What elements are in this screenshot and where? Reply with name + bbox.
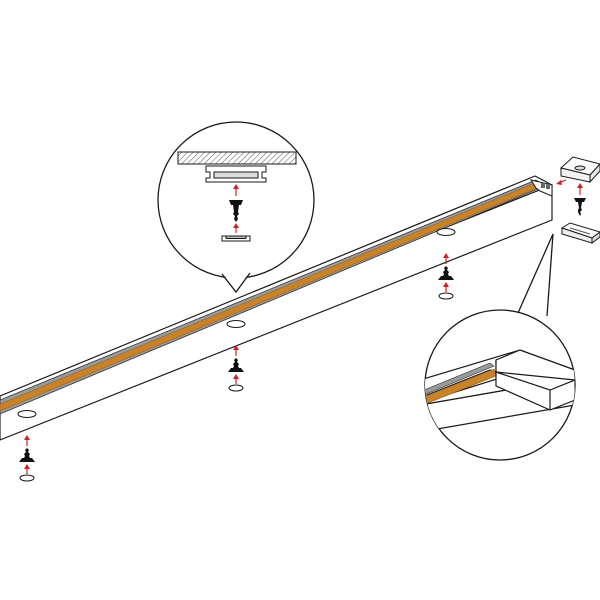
ceiling-slab <box>177 151 297 165</box>
mounting-hole-left <box>17 410 37 418</box>
cross-section-detail <box>157 121 315 294</box>
end-detail <box>424 233 576 461</box>
end-cap-arrow <box>556 179 567 185</box>
mounting-hole-middle <box>226 320 246 328</box>
screw-endcap <box>574 183 586 216</box>
mounting-holes <box>17 228 456 418</box>
profile-end-opening <box>529 179 553 197</box>
profile-end-zoom <box>425 349 575 433</box>
screw-right <box>438 253 454 300</box>
mounting-clip <box>560 222 600 244</box>
screws <box>19 253 454 482</box>
profile-section <box>205 165 267 183</box>
screw-middle <box>228 345 244 392</box>
mounting-hole-right <box>436 228 456 236</box>
end-cap <box>559 156 600 184</box>
screw-detail <box>229 200 243 222</box>
screw-left <box>19 435 35 482</box>
profile-bottom-piece <box>221 235 251 242</box>
